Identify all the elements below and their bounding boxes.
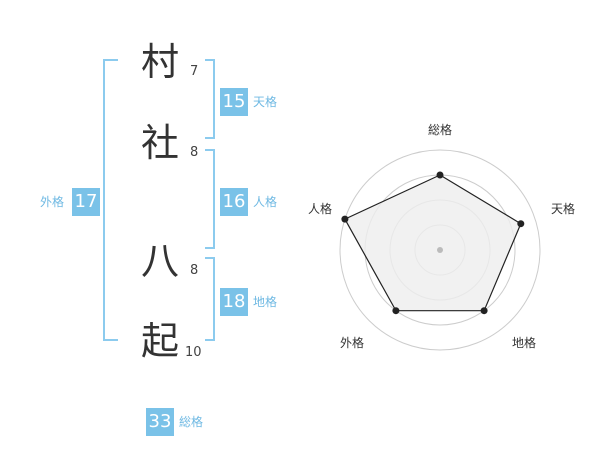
radar-value-polygon bbox=[344, 174, 522, 312]
stroke-count-4: 10 bbox=[185, 345, 202, 360]
soukaku-label: 総格 bbox=[179, 415, 204, 429]
jinkaku-label: 人格 bbox=[253, 195, 278, 209]
chikaku-label: 地格 bbox=[253, 295, 278, 309]
tenkaku-bracket bbox=[205, 59, 215, 139]
name-char-4: 起 bbox=[141, 319, 180, 363]
chikaku-value-badge: 18 bbox=[220, 288, 248, 316]
stroke-count-1: 7 bbox=[190, 64, 199, 79]
radar-point bbox=[392, 307, 400, 315]
tenkaku-label: 天格 bbox=[253, 95, 278, 109]
radar-point bbox=[480, 307, 488, 315]
jinkaku-bracket bbox=[205, 149, 215, 249]
radar-ring bbox=[339, 149, 541, 351]
stroke-count-2: 8 bbox=[190, 145, 199, 160]
radar-axis-label-chikaku: 地格 bbox=[512, 335, 536, 350]
radar-point bbox=[517, 220, 525, 228]
name-char-2: 社 bbox=[141, 121, 180, 165]
gaikaku-value-badge: 17 bbox=[72, 188, 100, 216]
name-char-1: 村 bbox=[141, 40, 180, 84]
soukaku-value-badge: 33 bbox=[146, 408, 174, 436]
radar-center-dot bbox=[437, 247, 443, 253]
chikaku-bracket bbox=[205, 257, 215, 341]
gaikaku-label: 外格 bbox=[40, 195, 65, 209]
tenkaku-value-badge: 15 bbox=[220, 88, 248, 116]
radar-axis-label-jinkaku: 人格 bbox=[308, 201, 332, 216]
jinkaku-value-badge: 16 bbox=[220, 188, 248, 216]
radar-axis-label-tenkaku: 天格 bbox=[551, 201, 575, 216]
gaikaku-bracket bbox=[103, 59, 118, 341]
name-char-3: 八 bbox=[141, 239, 180, 283]
radar-point bbox=[341, 215, 349, 223]
radar-axis-label-gaikaku: 外格 bbox=[340, 335, 364, 350]
stroke-count-3: 8 bbox=[190, 263, 199, 278]
radar-axis-label-soukaku: 総格 bbox=[428, 122, 452, 137]
radar-point bbox=[436, 171, 444, 179]
